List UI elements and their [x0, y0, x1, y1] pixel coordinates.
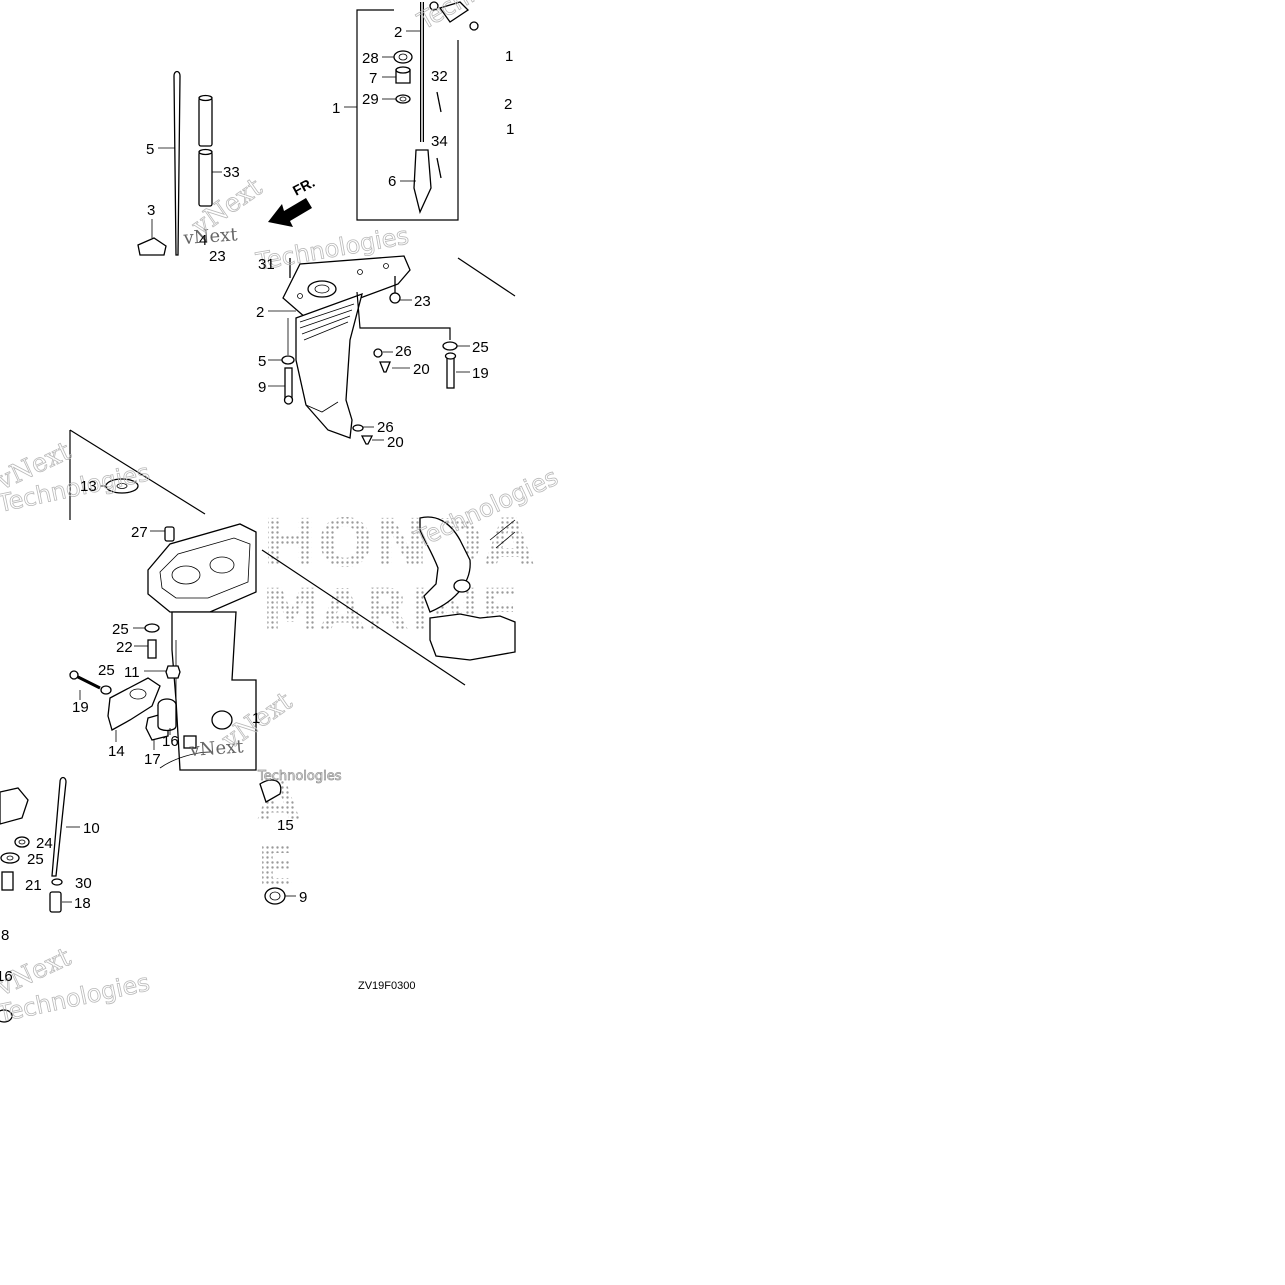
- callout: 20: [413, 361, 430, 378]
- callout: 20: [387, 434, 404, 451]
- lower-middle-fragment: A E: [257, 769, 301, 905]
- callout: 31: [258, 256, 275, 273]
- callout: 10: [83, 820, 100, 837]
- watermark-text-6: Technologies: [412, 0, 560, 36]
- callout: 29: [362, 91, 379, 108]
- callout: 25: [112, 621, 129, 638]
- shift-rod-assembly: [344, 1, 479, 221]
- callout: 1: [332, 100, 340, 117]
- callout: 15: [277, 817, 294, 834]
- callout: 25: [472, 339, 489, 356]
- callout: 22: [116, 639, 133, 656]
- callout-labels: 2 28 7 29 1 32 34 6 1 2 1 5 33 3 4 23 31…: [0, 24, 514, 985]
- callout: 1: [252, 710, 260, 727]
- diagram-code: ZV19F0300: [358, 980, 415, 992]
- callout: 28: [362, 50, 379, 67]
- callout: 5: [146, 141, 154, 158]
- cover-group: HONDA MARINE: [261, 505, 534, 686]
- rod-pipe-group: [137, 70, 222, 256]
- direction-label: FR.: [290, 174, 317, 199]
- callout: 33: [223, 164, 240, 181]
- front-direction-arrow-icon: FR.: [268, 174, 317, 227]
- callout: 19: [472, 365, 489, 382]
- callout: 13: [80, 478, 97, 495]
- callout: 26: [377, 419, 394, 436]
- callout: 8: [1, 927, 9, 944]
- extension-case-group: [268, 255, 516, 445]
- bottom-parts-group: [0, 776, 80, 1023]
- callout: 7: [369, 70, 377, 87]
- callout: 9: [299, 889, 307, 906]
- callout: 26: [395, 343, 412, 360]
- callout: 19: [72, 699, 89, 716]
- lower-case-group: [69, 429, 257, 771]
- callout: 16: [162, 733, 179, 750]
- callout: 16: [0, 968, 13, 985]
- callout: 24: [36, 835, 53, 852]
- callout: 30: [75, 875, 92, 892]
- callout: 3: [147, 202, 155, 219]
- callout: 32: [431, 68, 448, 85]
- callout: 25: [98, 662, 115, 679]
- callout: 2: [394, 24, 402, 41]
- watermark-text-1: vNext: [182, 224, 239, 249]
- watermark-text-10: Technologies: [257, 769, 342, 784]
- callout: 23: [414, 293, 431, 310]
- callout: 9: [258, 379, 266, 396]
- callout: 21: [25, 877, 42, 894]
- callout: 4: [199, 232, 207, 249]
- brand-fragment-a: A: [257, 769, 301, 834]
- callout: 11: [124, 664, 140, 681]
- watermark-text-8: vNext: [188, 736, 245, 761]
- callout: 18: [74, 895, 91, 912]
- callout: 14: [108, 743, 125, 760]
- callout: 25: [27, 851, 44, 868]
- callout: 23: [209, 248, 226, 265]
- callout: 5: [258, 353, 266, 370]
- callout: 34: [431, 133, 448, 150]
- callout: 2: [504, 96, 512, 113]
- callout: 1: [505, 48, 513, 65]
- callout: 17: [144, 751, 161, 768]
- callout: 6: [388, 173, 396, 190]
- callout: 27: [131, 524, 148, 541]
- callout: 2: [256, 304, 264, 321]
- brand-text-honda: HONDA: [262, 505, 534, 582]
- callout: 1: [506, 121, 514, 138]
